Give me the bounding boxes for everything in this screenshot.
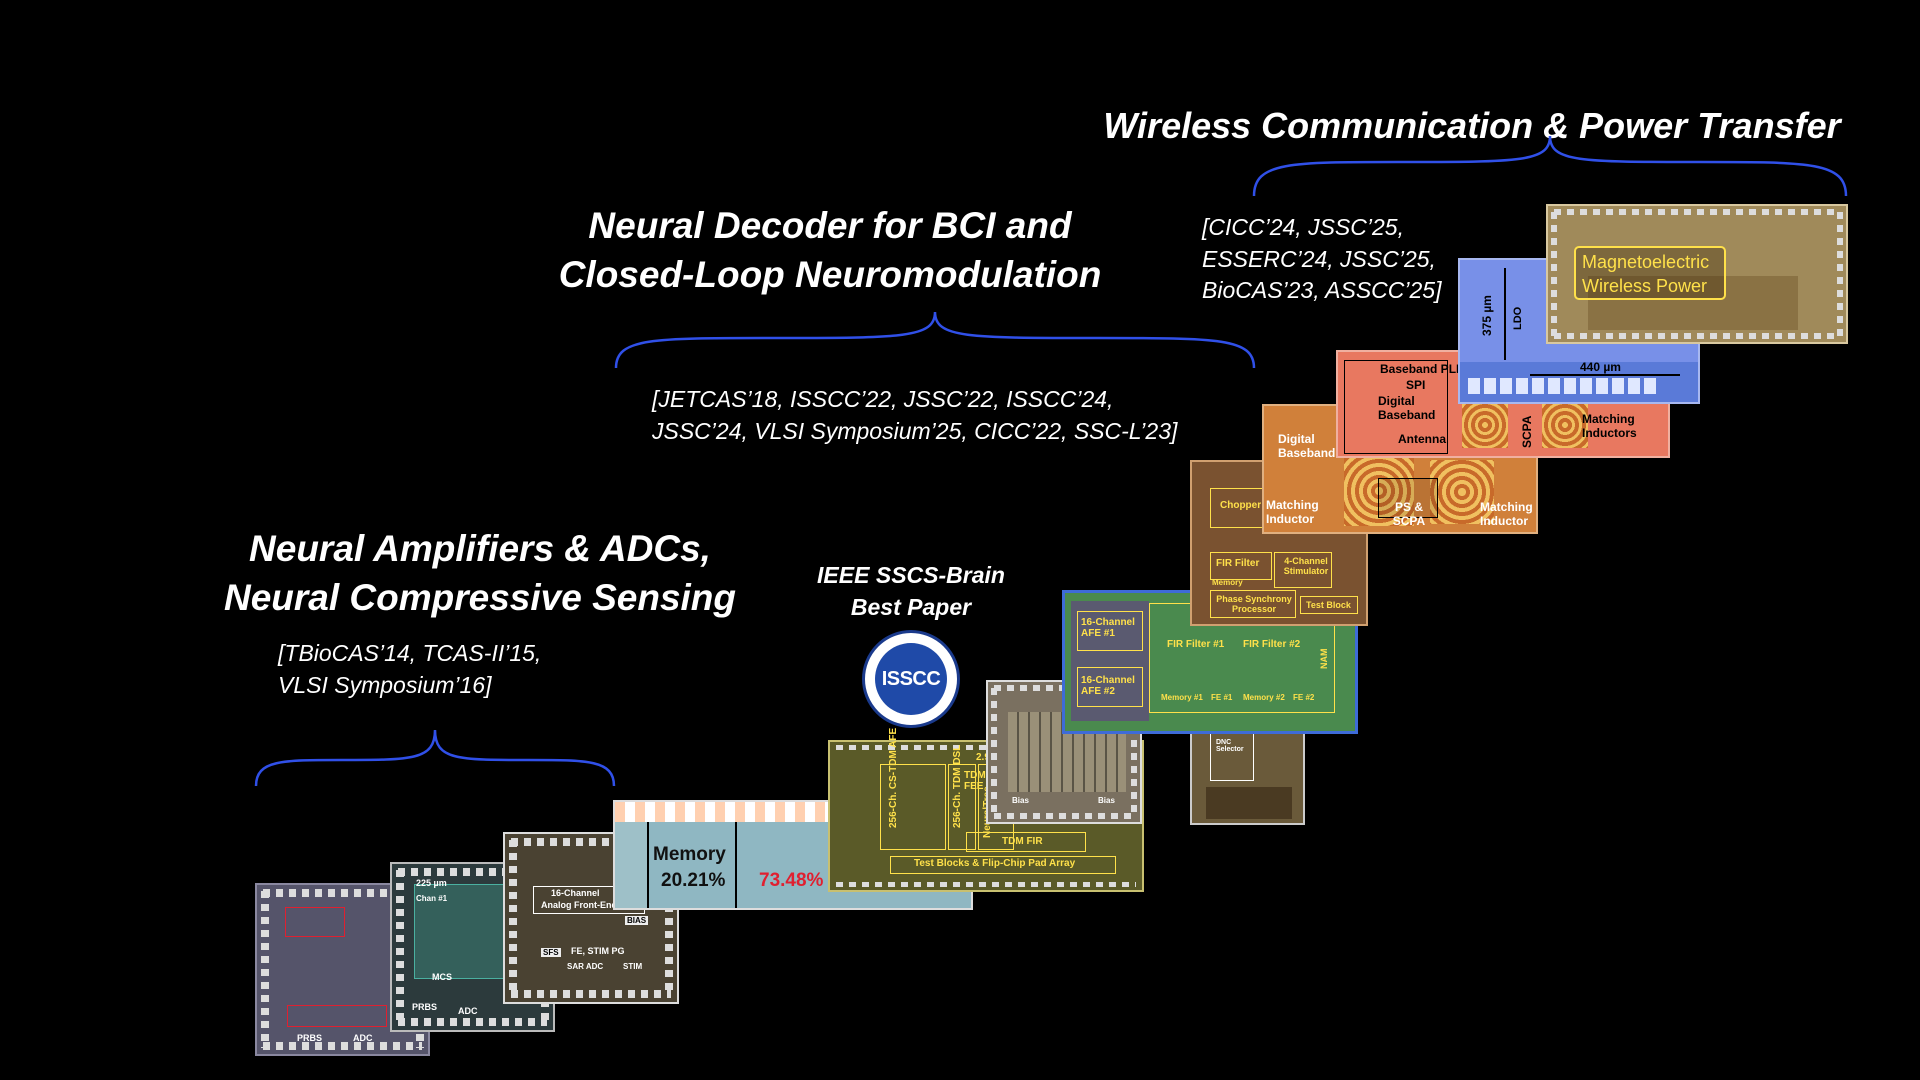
chip-4-memory-label: Memory [653,844,726,865]
chip-5-label-test: Test Blocks & Flip-Chip Pad Array [914,858,1076,869]
wireless-title: Wireless Communication & Power Transfer [1103,105,1841,146]
chip-7-label-fe2: FE #2 [1293,693,1315,702]
decoder-title: Neural Decoder for BCI and Closed-Loop N… [530,202,1130,300]
chip-3: 16-Channel Analog Front-End BIAS SFS FE,… [503,832,679,1004]
wireless-brace [1252,135,1848,197]
chip-12-label-440um: 440 µm [1580,360,1621,374]
chip-3-label-stim: STIM [623,962,643,971]
chip-13-label-line-1: Magnetoelectric [1582,252,1710,272]
decoder-citations: [JETCAS’18, ISSCC’22, JSSC’22, ISSCC’24,… [652,384,1177,447]
amplifiers-title-line-2: Neural Compressive Sensing [223,576,737,618]
chip-5-label-dim: 2.9 [976,752,990,763]
chip-7-label-fir2: FIR Filter #2 [1243,639,1301,650]
chip-8-label-dnc: DNC Selector [1216,739,1244,753]
chip-3-label-sfs: SFS [541,948,561,957]
award-line-1: IEEE SSCS-Brain [817,562,1005,588]
chip-13: Magnetoelectric Wireless Power [1546,204,1848,344]
chip-7-label-mem2: Memory #2 [1243,693,1285,702]
chip-2-label-mcs: MCS [432,972,452,982]
chip-7-label-nam: NAM [1319,648,1329,670]
amplifiers-title-line-1: Neural Amplifiers & ADCs, [249,528,711,569]
chip-9-label-stim: 4-Channel Stimulator [1283,556,1329,576]
chip-7-label-fir1: FIR Filter #1 [1167,639,1225,650]
chip-3-label-afe: Analog Front-End [541,900,617,910]
chip-9-label-psp: Phase Synchrony Processor [1216,594,1292,614]
chip-1-label-adc: ADC [353,1033,373,1043]
chip-3-label-bias: BIAS [625,916,649,925]
amplifiers-citations: [TBioCAS’14, TCAS-II’15, VLSI Symposium’… [278,638,541,701]
amplifiers-cite-2: VLSI Symposium’16] [278,671,492,698]
chip-9-label-fir: FIR Filter [1216,558,1260,569]
chip-9-label-memory: Memory [1212,578,1243,587]
wireless-cite-2: ESSERC’24, JSSC’25, [1202,245,1436,272]
chip-7-label-fe1: FE #1 [1211,693,1233,702]
chip-2-label-adc: ADC [458,1006,478,1016]
chip-3-label-sar: SAR ADC [567,962,604,971]
chip-8: DNC Selector [1190,725,1305,825]
chip-1-label-prbs: PRBS [297,1033,323,1043]
chip-12-label-375um: 375 µm [1480,295,1494,336]
chip-7-label-mem1: Memory #1 [1161,693,1203,702]
chip-3-label-fe: FE, STIM PG [571,946,625,956]
chip-5-label-dsl: 256-Ch. TDM DSL [952,744,963,828]
chip-3-label-16ch: 16-Channel [551,888,600,898]
chip-2-label-chan1: Chan #1 [416,894,448,903]
chip-9-label-chopper: Chopper [1220,500,1262,511]
chip-7-label-afe1: 16-Channel AFE #1 [1081,617,1135,639]
chip-11-label-pll: Baseband PLL [1380,362,1464,376]
amplifiers-cite-1: [TBioCAS’14, TCAS-II’15, [278,640,542,666]
chip-5-label-fee: TDM FEE [964,770,986,792]
decoder-cite-2: JSSC’24, VLSI Symposium’25, CICC’22, SSC… [652,417,1178,444]
chip-11-label-matching: Matching Inductors [1582,412,1637,440]
chip-13-label-line-2: Wireless Power [1582,276,1708,296]
chip-11-label-baseband: Digital Baseband [1378,394,1436,422]
decoder-title-line-1: Neural Decoder for BCI and [588,205,1072,246]
chip-10-label-match-1: Matching Inductor [1266,498,1319,526]
chip-12-label-ldo: LDO [1512,306,1524,330]
chip-7-label-afe2: 16-Channel AFE #2 [1081,675,1135,697]
chip-10-label-baseband: Digital Baseband [1278,432,1336,460]
chip-9-label-test: Test Block [1306,600,1351,610]
isscc-logo-text: ISSCC [875,643,947,715]
chip-5-label-fir: TDM FIR [1002,836,1043,847]
chip-11-label-spi: SPI [1406,378,1426,392]
chip-11-label-scpa: SCPA [1520,415,1534,448]
award-line-2: Best Paper [850,593,972,620]
chip-4-other-pct: 73.48% [759,870,824,891]
chip-10-label-match-2: Matching Inductor [1480,500,1533,528]
wireless-cite-1: [CICC’24, JSSC’25, [1202,214,1404,240]
chip-11-label-antenna: Antenna [1398,432,1446,446]
chip-2-label-prbs: PRBS [412,1002,438,1012]
chip-6-label-bias-2: Bias [1098,796,1115,805]
amplifiers-title: Neural Amplifiers & ADCs, Neural Compres… [200,525,760,623]
decoder-brace [614,311,1256,369]
award-caption: IEEE SSCS-Brain Best Paper [800,560,1022,623]
chip-10-label-ps: PS & SCPA [1392,500,1426,528]
isscc-logo-icon: ISSCC [862,630,960,728]
decoder-title-line-2: Closed-Loop Neuromodulation [558,253,1102,295]
chip-5-label-afe: 256-Ch. CS-TDM AFE [888,727,899,828]
chip-6-label-bias-1: Bias [1012,796,1029,805]
chip-4-memory-pct: 20.21% [661,870,726,891]
amplifiers-brace [254,729,616,787]
decoder-cite-1: [JETCAS’18, ISSCC’22, JSSC’22, ISSCC’24, [652,386,1114,412]
wireless-cite-3: BioCAS’23, ASSCC’25] [1202,277,1442,304]
wireless-citations: [CICC’24, JSSC’25, ESSERC’24, JSSC’25, B… [1202,212,1441,307]
chip-2-label-225um: 225 µm [416,878,447,888]
